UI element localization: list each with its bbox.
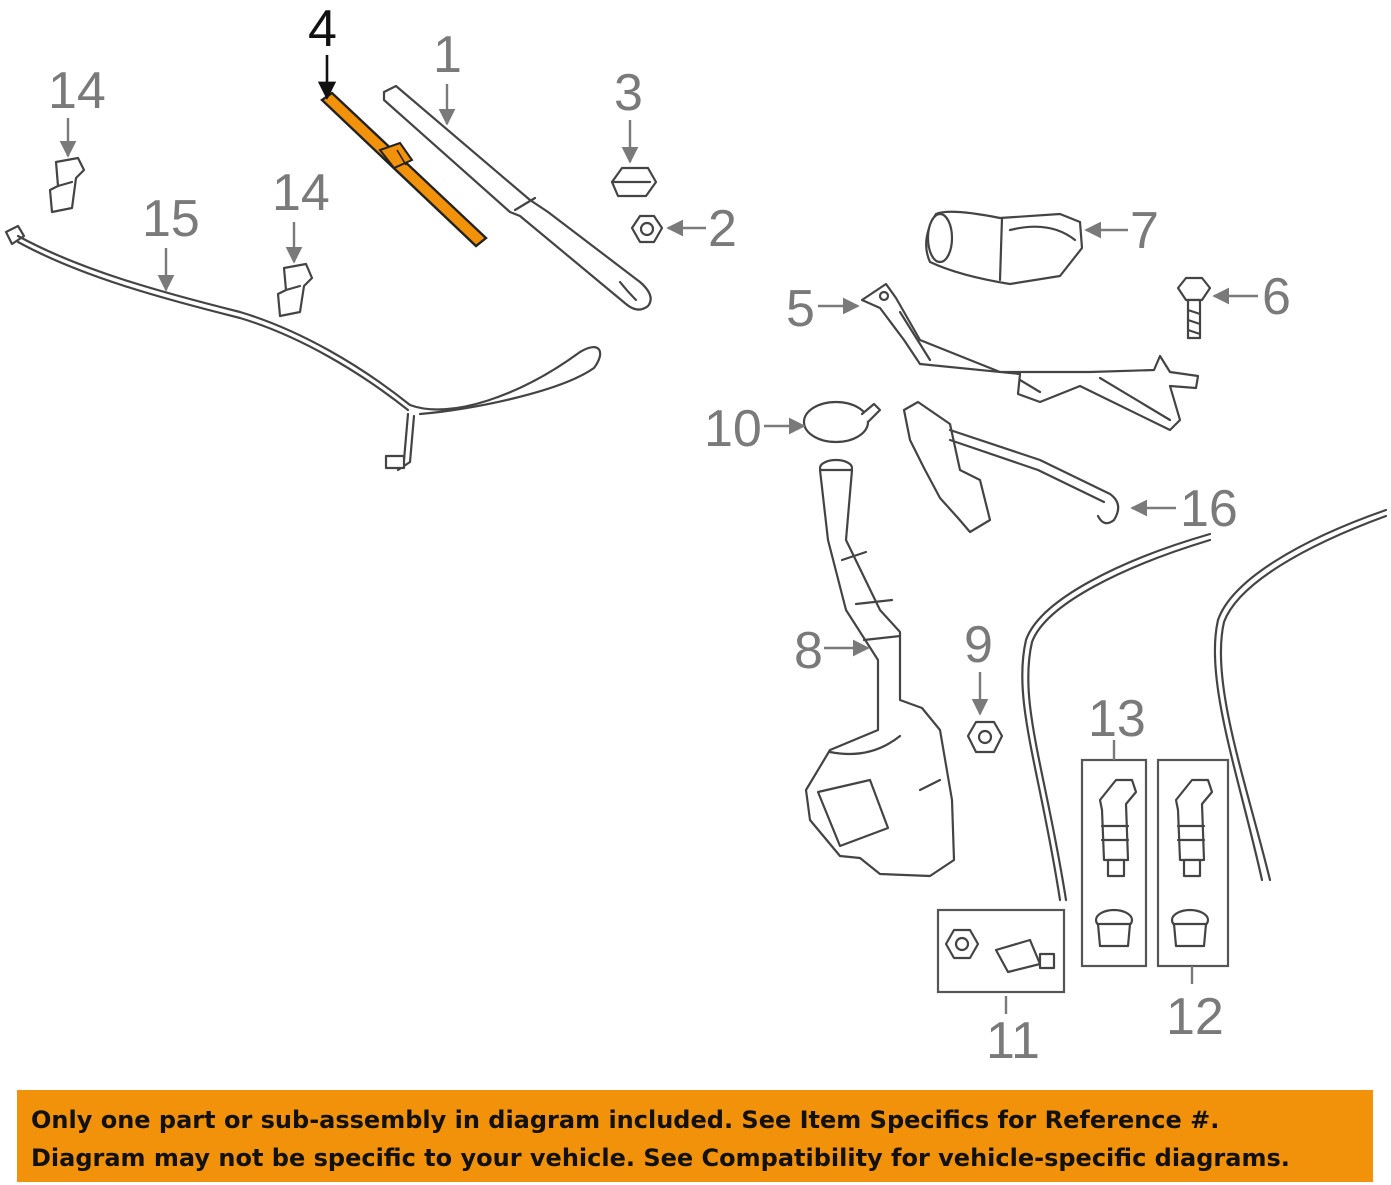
callout-7: 7 bbox=[1130, 202, 1159, 260]
callout-9: 9 bbox=[964, 616, 993, 674]
nut-part-2 bbox=[630, 214, 664, 244]
callout-10: 10 bbox=[704, 400, 762, 458]
callout-11: 11 bbox=[986, 1012, 1040, 1070]
disclaimer-line-2: Diagram may not be specific to your vehi… bbox=[31, 1144, 1290, 1172]
nozzle-hoses bbox=[1021, 508, 1388, 902]
washer-nozzle-part-12 bbox=[1156, 758, 1230, 968]
bolt-part-6 bbox=[1176, 276, 1212, 340]
callout-14a: 14 bbox=[48, 62, 106, 120]
callout-12: 12 bbox=[1166, 988, 1224, 1046]
clip-part-14-left bbox=[48, 156, 86, 214]
reservoir-cap-part-10 bbox=[802, 400, 882, 444]
wiper-linkage-part-5 bbox=[860, 282, 1200, 432]
parts-diagram: 4 1 3 2 14 14 15 bbox=[4, 0, 1388, 1070]
washer-pump-part-16 bbox=[902, 400, 1120, 534]
callout-3: 3 bbox=[614, 64, 643, 122]
callout-5: 5 bbox=[786, 280, 815, 338]
arm-cap-part-3 bbox=[610, 166, 658, 198]
nozzle-hardware-part-11 bbox=[936, 908, 1066, 994]
callout-8: 8 bbox=[794, 622, 823, 680]
nut-part-9 bbox=[966, 720, 1004, 754]
callout-16: 16 bbox=[1180, 480, 1238, 538]
callout-1: 1 bbox=[433, 26, 462, 84]
wiper-motor-part-7 bbox=[925, 210, 1084, 286]
callout-2: 2 bbox=[708, 200, 737, 258]
callout-15: 15 bbox=[142, 190, 200, 248]
disclaimer-banner: Only one part or sub-assembly in diagram… bbox=[17, 1090, 1373, 1182]
callout-4: 4 bbox=[308, 0, 337, 58]
washer-reservoir-part-8 bbox=[804, 458, 956, 878]
disclaimer-line-1: Only one part or sub-assembly in diagram… bbox=[31, 1106, 1220, 1134]
callout-6: 6 bbox=[1262, 268, 1291, 326]
washer-nozzle-part-13 bbox=[1080, 758, 1148, 968]
callout-13: 13 bbox=[1088, 690, 1146, 748]
callout-14b: 14 bbox=[272, 164, 330, 222]
clip-part-14-right bbox=[276, 262, 314, 318]
washer-hose-part-15 bbox=[4, 224, 602, 472]
wiper-arm-part-1 bbox=[382, 84, 652, 311]
